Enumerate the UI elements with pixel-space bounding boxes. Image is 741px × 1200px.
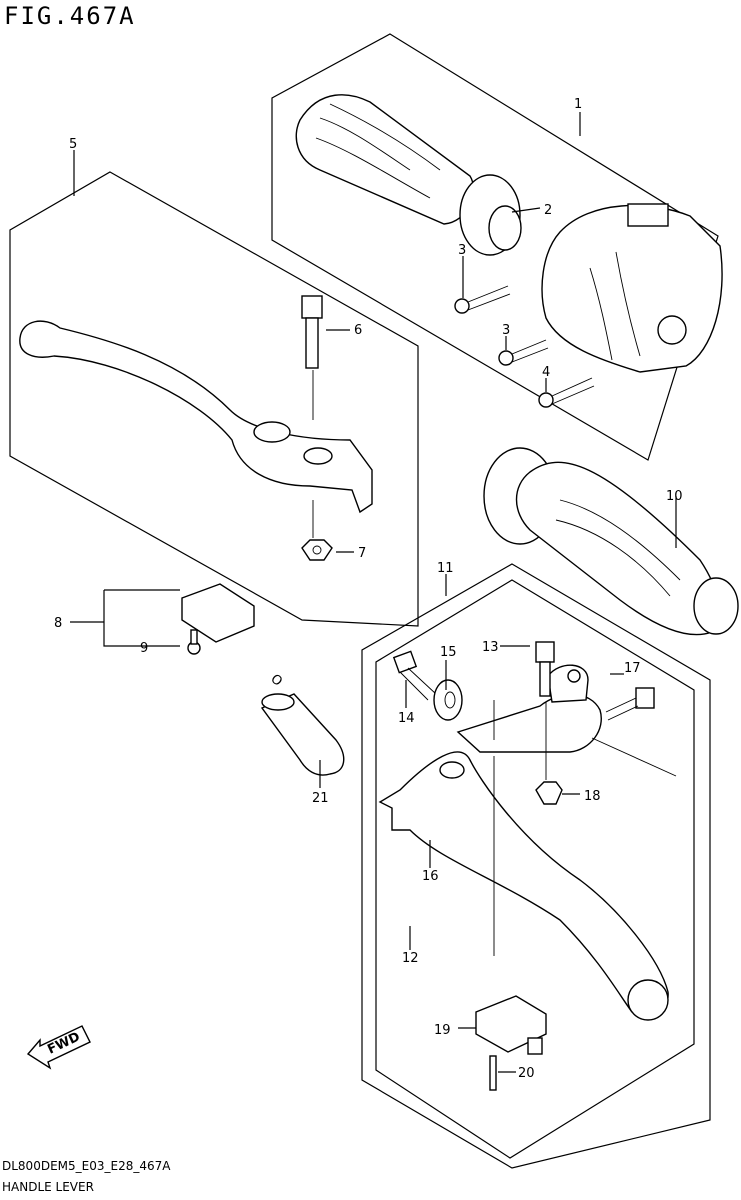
callout-16: 16 xyxy=(422,869,439,884)
clutch-perch xyxy=(456,664,602,753)
group-box-12 xyxy=(375,579,695,1159)
callout-14: 14 xyxy=(398,711,415,726)
group-box-5 xyxy=(9,171,419,627)
callout-17: 17 xyxy=(624,661,641,676)
screw-4 xyxy=(538,377,595,408)
callout-5: 5 xyxy=(69,137,77,152)
group-box-1 xyxy=(271,33,719,461)
figure-code: DL800DEM5_E03_E28_467A xyxy=(2,1159,171,1173)
callout-11: 11 xyxy=(437,561,454,576)
callout-2: 2 xyxy=(544,203,552,218)
bolt-17 xyxy=(605,687,655,721)
nut-7 xyxy=(301,539,333,561)
throttle-grip xyxy=(295,94,522,256)
callout-15: 15 xyxy=(440,645,457,660)
callout-3a: 3 xyxy=(458,243,466,258)
screw-3a xyxy=(454,285,511,314)
callout-10: 10 xyxy=(666,489,683,504)
screw-20 xyxy=(489,1055,497,1091)
clutch-switch-19 xyxy=(475,995,547,1055)
callout-9: 9 xyxy=(140,641,148,656)
callout-8: 8 xyxy=(54,616,62,631)
fwd-arrow: FWD xyxy=(26,1025,91,1070)
callout-20: 20 xyxy=(518,1066,535,1081)
callout-13: 13 xyxy=(482,640,499,655)
callout-18: 18 xyxy=(584,789,601,804)
screw-14 xyxy=(392,650,437,701)
cover-21-marking: O xyxy=(267,672,284,690)
bolt-6 xyxy=(301,295,323,369)
nut-18 xyxy=(535,781,563,805)
callout-21: 21 xyxy=(312,791,329,806)
washer-15 xyxy=(433,679,463,721)
callout-12: 12 xyxy=(402,951,419,966)
group-box-11 xyxy=(361,563,711,1169)
callout-7: 7 xyxy=(358,546,366,561)
callout-4: 4 xyxy=(542,365,550,380)
brake-switch-8 xyxy=(181,583,255,643)
cover-21: O xyxy=(260,672,345,776)
callout-1: 1 xyxy=(574,97,582,112)
figure-name: HANDLE LEVER xyxy=(2,1180,94,1194)
figure-title: FIG.467A xyxy=(4,2,136,30)
brake-lever xyxy=(19,320,373,514)
switch-housing xyxy=(541,203,723,373)
callout-6: 6 xyxy=(354,323,362,338)
left-grip xyxy=(483,447,739,636)
callout-19: 19 xyxy=(434,1023,451,1038)
screw-3b xyxy=(498,339,549,366)
callout-3b: 3 xyxy=(502,323,510,338)
clutch-lever xyxy=(378,751,669,1021)
bolt-13 xyxy=(535,641,555,697)
screw-9 xyxy=(187,629,201,655)
